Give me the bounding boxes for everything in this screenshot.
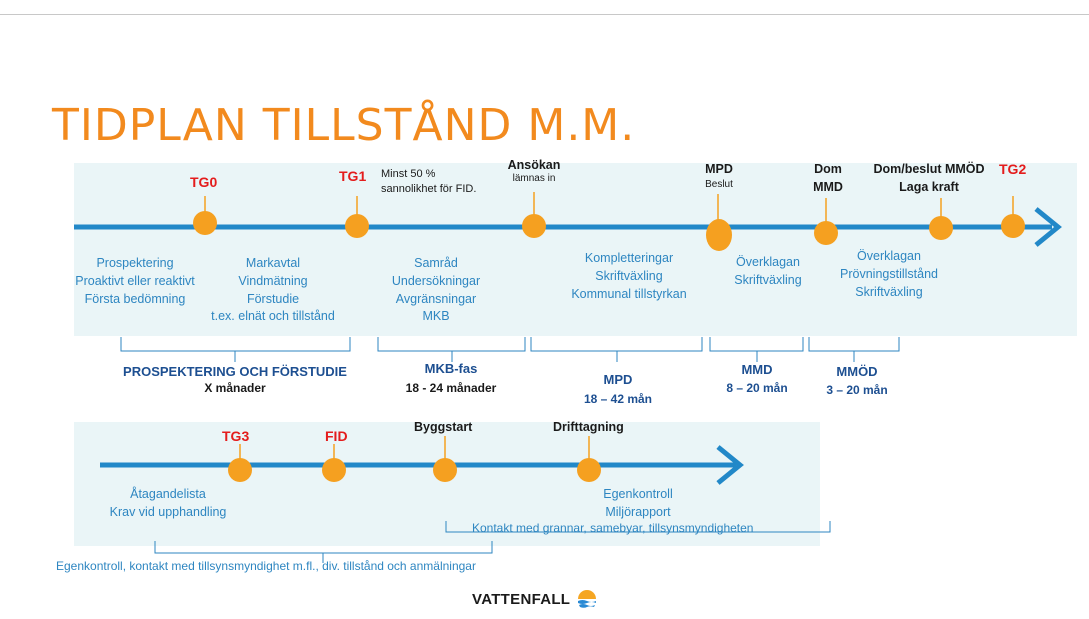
- bracket-mkb: [377, 337, 526, 362]
- fid-probability-note: Minst 50 % sannolikhet för FID.: [381, 168, 477, 195]
- phase-duration: 18 - 24 månader: [405, 380, 497, 395]
- phase-mmod: MMÖD 3 – 20 mån: [814, 364, 900, 398]
- activity-mmd: Överklagan Skriftväxling: [734, 255, 802, 287]
- bracket-mmd: [709, 337, 804, 362]
- mpd-subtitle: Beslut: [705, 179, 733, 190]
- milestone-dom-mmod: [929, 216, 953, 240]
- milestone-tg0: [193, 211, 217, 235]
- mpd-title: MPD: [705, 162, 733, 176]
- phase-mkb: MKB-fas 18 - 24 månader: [376, 361, 526, 396]
- ansokan-title: Ansökan: [507, 158, 561, 172]
- milestone-tg3: [228, 458, 252, 482]
- phase-prospektering: PROSPEKTERING OCH FÖRSTUDIE X månader: [108, 364, 362, 396]
- phase-name: PROSPEKTERING OCH FÖRSTUDIE: [123, 364, 347, 379]
- phase-mpd: MPD 18 – 42 mån: [566, 372, 670, 407]
- phase-mmd: MMD 8 – 20 mån: [716, 362, 798, 396]
- phase-name: MMD: [741, 362, 773, 377]
- bracket-mpd: [530, 337, 703, 362]
- milestone-dom-mmod-label: Dom/beslut MMÖD Laga kraft: [873, 162, 985, 195]
- activity-forstudie: Markavtal Vindmätning Förstudie t.ex. el…: [211, 256, 335, 324]
- phase-duration: X månader: [204, 380, 266, 395]
- gate-label-tg1: TG1: [339, 168, 367, 184]
- milestone-mpd-label: MPD Beslut: [698, 161, 740, 192]
- bracket-egenkontroll: [154, 541, 493, 563]
- milestone-ansokan: [522, 214, 546, 238]
- activity-mmod: Överklagan Prövningstillstånd Skriftväxl…: [840, 249, 938, 299]
- bracket-mmod: [808, 337, 900, 362]
- ansokan-subtitle: lämnas in: [512, 173, 556, 184]
- logo-text: VATTENFALL: [472, 590, 571, 608]
- phase-name: MKB-fas: [424, 361, 478, 376]
- activity-mpd: Kompletteringar Skriftväxling Kommunal t…: [571, 251, 687, 301]
- milestone-fid: [322, 458, 346, 482]
- phase-duration: 18 – 42 mån: [583, 391, 653, 406]
- milestone-byggstart: [433, 458, 457, 482]
- phase-name: MMÖD: [836, 364, 878, 379]
- milestone-drifttagning: [577, 458, 601, 482]
- timeline-2-arrowhead: [716, 445, 744, 485]
- vattenfall-logo: VATTENFALL: [472, 588, 598, 610]
- phase-duration: 8 – 20 mån: [726, 380, 788, 395]
- timeline-panel-1: [74, 163, 1077, 336]
- top-divider: [0, 14, 1089, 15]
- timeline-1-arrowhead: [1034, 207, 1062, 247]
- activity-prospektering: Prospektering Proaktivt eller reaktivt F…: [75, 256, 195, 306]
- gate-label-tg3: TG3: [222, 428, 250, 444]
- activity-atagandelista: Åtagandelista Krav vid upphandling: [109, 487, 227, 519]
- phase-duration: 3 – 20 mån: [826, 382, 888, 397]
- activity-egenkontroll: Egenkontroll Miljörapport: [603, 487, 673, 519]
- timeline-panel-2: [74, 422, 820, 546]
- milestone-drifttagning-label: Drifttagning: [553, 420, 624, 434]
- bracket-label-egenkontroll: Egenkontroll, kontakt med tillsynsmyndig…: [56, 559, 476, 573]
- bracket-prospektering: [120, 337, 351, 362]
- bracket-kontakt-grannar: [445, 521, 831, 533]
- milestone-dom-mmd-label: Dom MMD: [813, 162, 843, 195]
- gate-label-tg0: TG0: [190, 174, 218, 190]
- milestone-tg1: [345, 214, 369, 238]
- gate-label-fid: FID: [325, 428, 348, 444]
- logo-symbol-icon: [578, 590, 597, 608]
- milestone-dom-mmd: [814, 221, 838, 245]
- gate-label-tg2: TG2: [999, 161, 1027, 177]
- phase-name: MPD: [603, 372, 633, 387]
- milestone-mpd: [706, 219, 732, 251]
- milestone-byggstart-label: Byggstart: [414, 420, 473, 434]
- milestone-ansokan-label: Ansökan lämnas in: [506, 157, 562, 186]
- bracket-label-kontakt-grannar: Kontakt med grannar, samebyar, tillsynsm…: [472, 521, 754, 535]
- slide-title: TIDPLAN TILLSTÅND M.M.: [52, 100, 636, 151]
- milestone-tg2: [1001, 214, 1025, 238]
- activity-mkb: Samråd Undersökningar Avgränsningar MKB: [391, 256, 481, 324]
